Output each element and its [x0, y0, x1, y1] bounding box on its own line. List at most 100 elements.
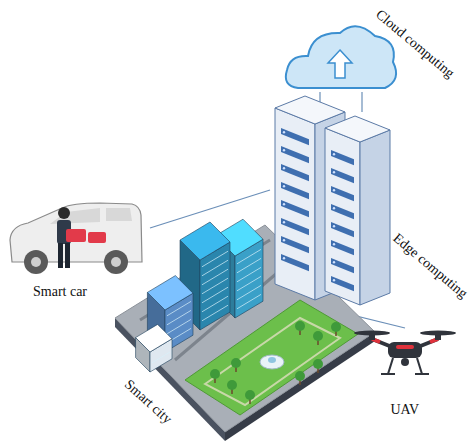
rack-slots: [281, 218, 309, 235]
rack-slots: [333, 153, 335, 155]
rack-slots: [283, 131, 285, 133]
rack-slots: [283, 257, 285, 259]
park-trees: [245, 390, 255, 400]
park-trees: [295, 321, 305, 331]
server-racks: [275, 96, 390, 305]
city-buildings: [167, 310, 191, 324]
city-buildings: [202, 305, 228, 321]
smart-car: [65, 243, 70, 268]
fountain: [260, 355, 284, 369]
uav-drone: [388, 342, 422, 358]
city-buildings: [202, 278, 228, 294]
rack-slots: [331, 240, 354, 255]
park-trees: [331, 322, 341, 332]
edge-server-node: Edge computing: [270, 112, 472, 304]
city-buildings: [167, 319, 191, 333]
rack-slots: [331, 258, 354, 273]
uav-drone: [388, 358, 393, 374]
uav-node: UAV: [355, 328, 465, 428]
city-buildings: [237, 258, 261, 272]
smart-car: [10, 203, 142, 274]
city-buildings: [237, 276, 261, 290]
rack-slots: [281, 200, 309, 217]
uav-drone: [354, 331, 456, 375]
park-path: [205, 318, 340, 405]
server-racks: [275, 96, 345, 124]
smart-car: [31, 257, 41, 267]
rack-slots: [281, 128, 354, 291]
rack-slots: [281, 254, 309, 271]
smart-car: [111, 257, 121, 267]
rack-slots: [333, 225, 335, 227]
city-buildings: [202, 269, 228, 285]
city-buildings: [136, 324, 172, 352]
server-racks: [325, 128, 360, 305]
rack-slots: [283, 185, 285, 187]
node-label: Edge computing: [390, 230, 471, 302]
rack-slots: [333, 261, 335, 263]
cloud-icon: [286, 26, 396, 88]
network-link: [361, 92, 362, 112]
rack-slots: [281, 164, 309, 181]
node-label: UAV: [391, 402, 420, 418]
rack-slots: [281, 182, 309, 199]
rack-slots: [283, 149, 285, 151]
city-buildings: [202, 251, 228, 267]
smart-car-node: Smart car: [5, 198, 150, 308]
rack-slots: [283, 221, 285, 223]
node-label: Smart car: [33, 284, 87, 300]
city-buildings: [237, 285, 261, 299]
server-racks: [325, 116, 390, 142]
uav-drone: [381, 373, 395, 375]
rack-slots: [333, 171, 335, 173]
rack-slots: [331, 168, 354, 183]
park-trees: [210, 321, 341, 404]
cloud-icon: [328, 50, 352, 78]
node-label: Smart city: [121, 377, 175, 428]
rack-slots: [333, 207, 335, 209]
city-buildings: [202, 260, 228, 276]
smart-car: [104, 250, 128, 274]
city-buildings: [136, 219, 263, 372]
rack-slots: [331, 276, 354, 291]
cloud-node: Cloud computing: [280, 0, 465, 92]
rack-slots: [283, 167, 285, 169]
park-trees: [231, 358, 241, 368]
city-buildings: [237, 249, 261, 263]
rack-slots: [333, 189, 335, 191]
rack-slots: [281, 128, 309, 145]
smart-car: [24, 250, 48, 274]
smart-car: [58, 243, 63, 268]
park-trees: [227, 380, 237, 390]
uav-drone: [417, 358, 422, 374]
smart-car: [106, 208, 132, 221]
rack-slots: [333, 243, 335, 245]
city-buildings: [152, 352, 170, 363]
uav-drone: [354, 331, 390, 336]
rack-slots: [283, 239, 285, 241]
rack-slots: [331, 204, 354, 219]
city-buildings: [237, 294, 261, 308]
server-racks: [275, 108, 315, 300]
city-buildings: [237, 267, 261, 281]
cloud-icon: [286, 26, 396, 88]
rack-slots: [331, 222, 354, 237]
uav-drone: [401, 358, 409, 366]
rack-slots: [281, 146, 309, 163]
park-trees: [313, 359, 323, 369]
uav-drone: [415, 373, 429, 375]
fountain: [268, 357, 276, 363]
park-trees: [313, 331, 323, 341]
rack-slots: [281, 236, 309, 253]
city-buildings: [202, 296, 228, 312]
smart-car: [66, 229, 86, 242]
city-buildings: [202, 287, 228, 303]
park-trees: [210, 369, 220, 379]
rack-slots: [333, 279, 335, 281]
server-racks: [360, 130, 390, 305]
rack-slots: [283, 203, 285, 205]
rack-slots: [331, 186, 354, 201]
uav-drone: [396, 345, 414, 349]
